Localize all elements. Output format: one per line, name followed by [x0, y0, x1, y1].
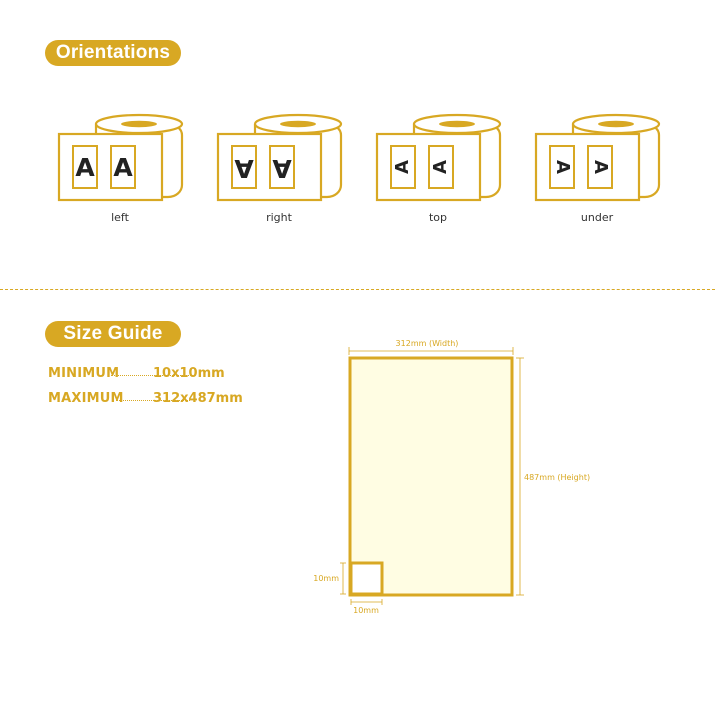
- roll-left-icon: A A: [57, 113, 184, 202]
- spec-maximum-value: 312x487mm: [153, 391, 243, 406]
- letter-a-2: A: [430, 160, 451, 174]
- spec-maximum-label: MAXIMUM: [48, 391, 124, 406]
- height-label: 487mm (Height): [524, 473, 590, 482]
- min-height-label: 10mm: [313, 574, 339, 583]
- roll-right-icon: A A: [216, 113, 343, 202]
- letter-a-1: A: [234, 154, 254, 183]
- roll-under-icon: A A: [534, 113, 661, 202]
- max-label-area: [348, 356, 514, 597]
- roll-label-left: left: [111, 211, 129, 224]
- min-label-area: [349, 561, 384, 596]
- width-label: 312mm (Width): [396, 339, 459, 348]
- roll-left: A A: [57, 110, 188, 206]
- section-divider: [0, 289, 715, 290]
- roll-label-top: top: [428, 211, 448, 224]
- letter-a-1: A: [552, 160, 573, 174]
- letter-a-1: A: [392, 160, 413, 174]
- roll-label-under: under: [580, 211, 614, 224]
- roll-under: A A: [534, 110, 665, 206]
- letter-a-1: A: [75, 153, 95, 182]
- spec-leader-line: [111, 375, 193, 376]
- roll-top: A A: [375, 110, 506, 206]
- spec-minimum-value: 10x10mm: [153, 366, 225, 381]
- letter-a-2: A: [590, 160, 611, 174]
- letter-a-2: A: [272, 154, 292, 183]
- roll-label-right: right: [266, 211, 292, 224]
- roll-right: A A: [216, 110, 347, 206]
- spec-leader-line: [116, 400, 190, 401]
- spec-minimum-label: MINIMUM: [48, 366, 120, 381]
- size-guide-title: Size Guide: [45, 321, 181, 347]
- min-width-label: 10mm: [353, 606, 379, 615]
- letter-a-2: A: [113, 153, 133, 182]
- size-diagram: 312mm (Width) 487mm (Height) 10mm 10mm: [313, 339, 590, 615]
- orientations-title: Orientations: [45, 40, 181, 66]
- roll-top-icon: A A: [375, 113, 502, 202]
